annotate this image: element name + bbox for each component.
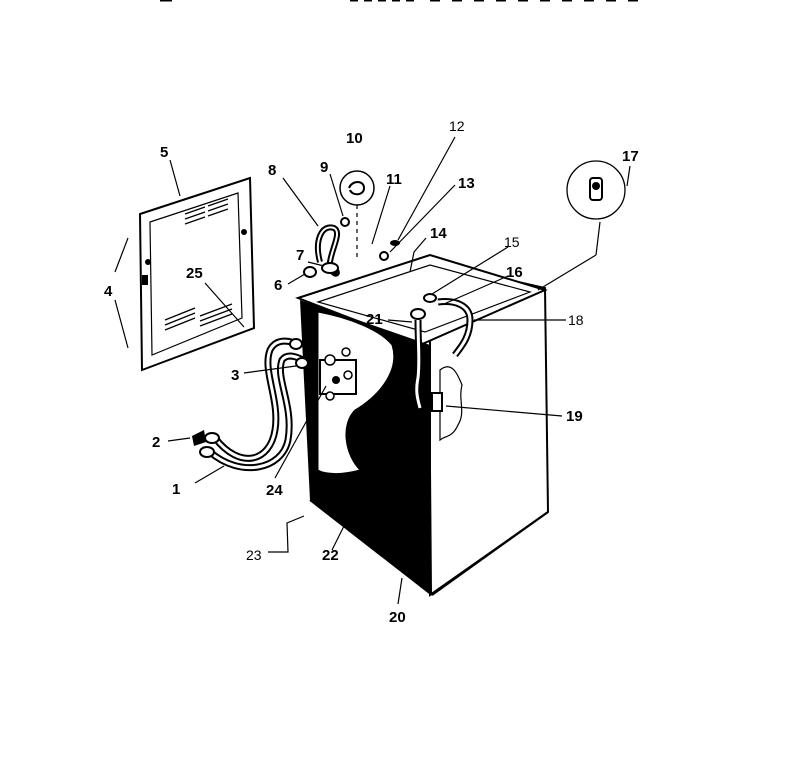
callout-20: 20 [389, 609, 406, 626]
leader-lines [114, 136, 631, 605]
inlet-hoses [199, 337, 309, 472]
callout-25: 25 [186, 265, 203, 282]
small-fasteners [379, 240, 400, 261]
rear-panel [138, 176, 256, 372]
callout-22: 22 [322, 547, 339, 564]
callout-21: 21 [366, 311, 383, 328]
hose-connector [321, 262, 339, 274]
callout-16: 16 [506, 264, 523, 281]
callout-18: 18 [568, 312, 584, 328]
callout-1: 1 [172, 481, 180, 498]
small-clip [340, 217, 350, 227]
internal-hoses [410, 293, 474, 412]
hose-clip [303, 266, 317, 278]
callout-6: 6 [274, 277, 282, 294]
callout-14: 14 [430, 225, 447, 242]
callout-24: 24 [266, 482, 283, 499]
hose-washer [192, 430, 206, 446]
callout-12: 12 [449, 118, 465, 134]
callout-19: 19 [566, 408, 583, 425]
callout-9: 9 [320, 159, 328, 176]
callout-10: 10 [346, 130, 363, 147]
callout-17: 17 [622, 148, 639, 165]
detail-inset-right [537, 160, 626, 291]
callout-23: 23 [246, 547, 262, 563]
callout-11: 11 [386, 171, 402, 188]
callout-labels: 1 2 3 4 5 6 7 8 9 10 11 12 13 14 15 16 1… [104, 118, 639, 626]
callout-3: 3 [231, 367, 239, 384]
callout-15: 15 [504, 234, 520, 250]
detail-inset-left [339, 170, 375, 258]
callout-5: 5 [160, 144, 168, 161]
callout-7: 7 [296, 247, 304, 264]
callout-2: 2 [152, 434, 160, 451]
callout-8: 8 [268, 162, 276, 179]
water-valve [319, 347, 357, 401]
callout-13: 13 [458, 175, 475, 192]
callout-4: 4 [104, 283, 113, 300]
